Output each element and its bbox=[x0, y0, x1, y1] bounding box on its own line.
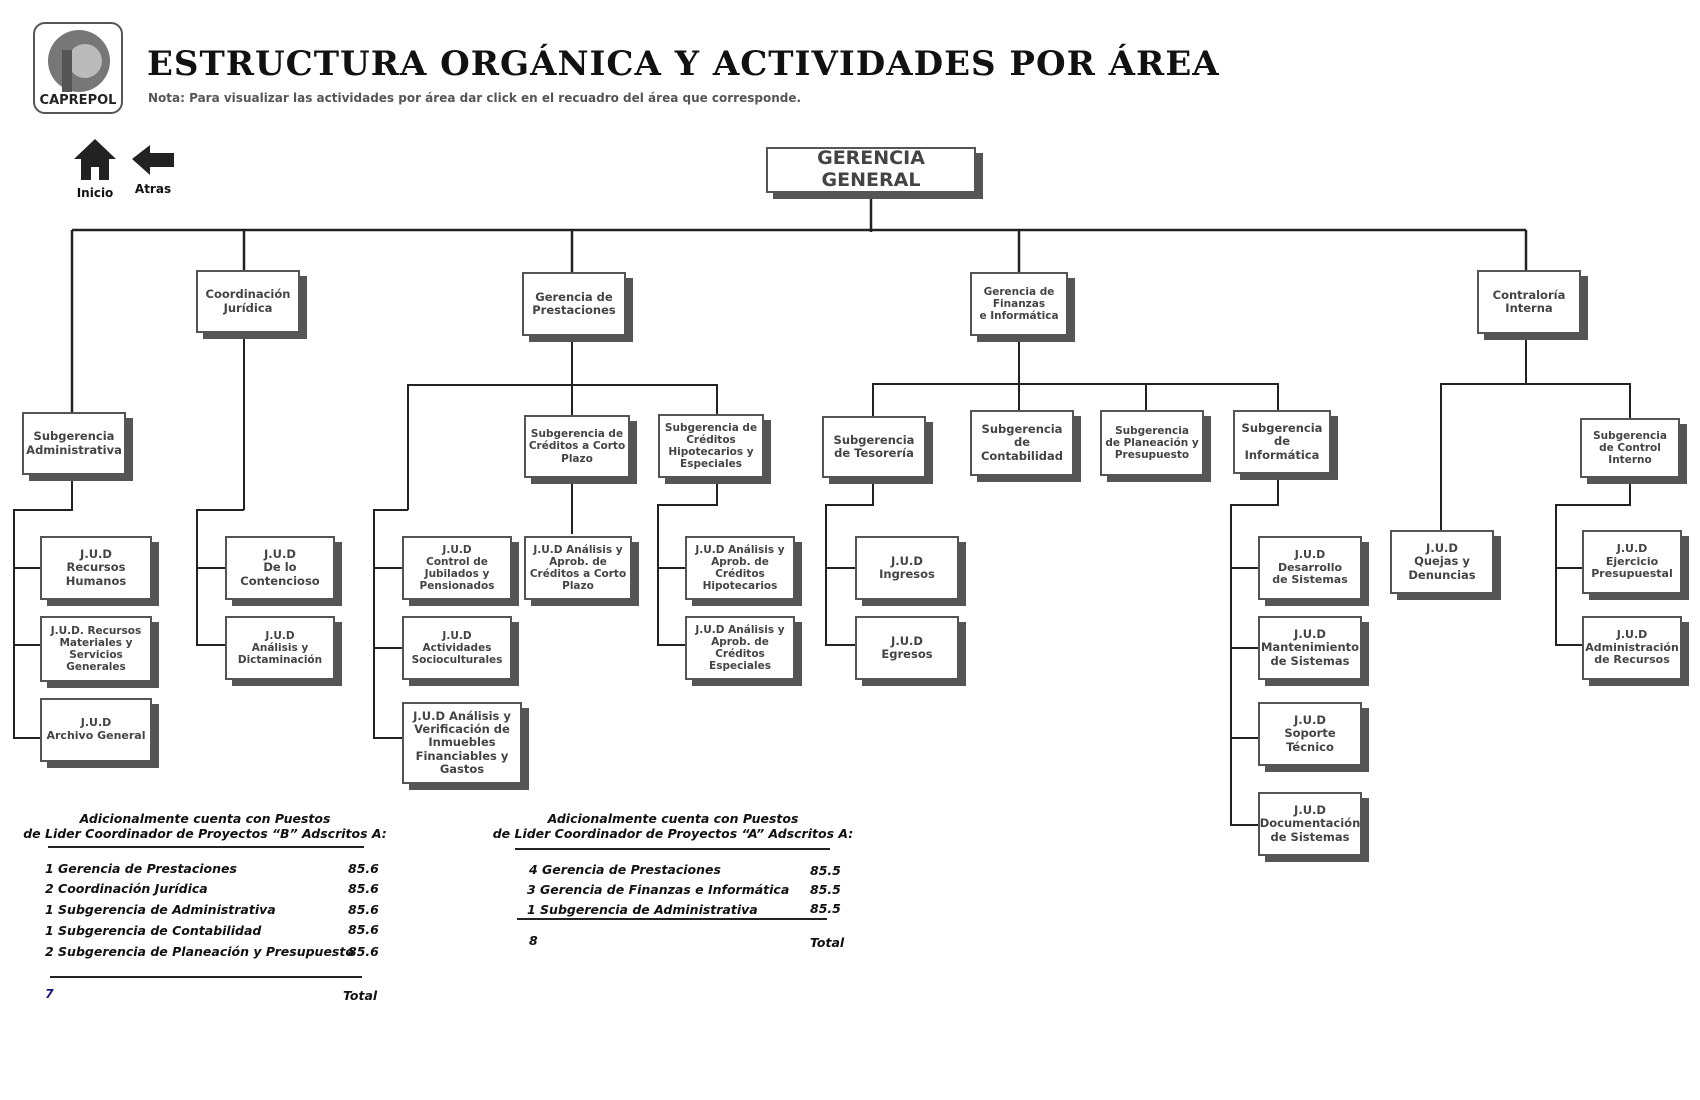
table-a-total-count: 8 bbox=[529, 933, 538, 948]
org-box-jud-mantenimiento-sistemas[interactable]: J.U.D Mantenimiento de Sistemas bbox=[1258, 616, 1362, 680]
table-a-row-value: 85.5 bbox=[810, 901, 841, 916]
table-b-total-count: 7 bbox=[45, 986, 54, 1001]
org-box-jud-recursos-materiales[interactable]: J.U.D. Recursos Materiales y Servicios G… bbox=[40, 616, 152, 682]
back-label: Atras bbox=[134, 182, 172, 196]
page-note: Nota: Para visualizar las actividades po… bbox=[148, 91, 802, 105]
table-b-row-label: 1 Subgerencia de Administrativa bbox=[45, 902, 276, 917]
org-box-subgerencia-control-interno[interactable]: Subgerencia de Control Interno bbox=[1580, 418, 1680, 478]
org-box-gerencia-general[interactable]: GERENCIA GENERAL bbox=[766, 147, 976, 193]
home-label: Inicio bbox=[76, 186, 114, 200]
back-arrow-icon bbox=[132, 145, 174, 175]
home-icon bbox=[74, 139, 116, 180]
org-box-jud-jubilados[interactable]: J.U.D Control de Jubilados y Pensionados bbox=[402, 536, 512, 600]
org-box-subgerencia-contabilidad[interactable]: Subgerencia de Contabilidad bbox=[970, 410, 1074, 476]
table-b-heading-2: de Lider Coordinador de Proyectos “B” Ad… bbox=[23, 826, 387, 841]
table-b-row-value: 85.6 bbox=[348, 881, 379, 896]
table-a-row-label: 3 Gerencia de Finanzas e Informática bbox=[527, 882, 790, 897]
org-box-subgerencia-administrativa[interactable]: Subgerencia Administrativa bbox=[22, 412, 126, 475]
table-a-row-value: 85.5 bbox=[810, 882, 841, 897]
table-a-row-label: 4 Gerencia de Prestaciones bbox=[529, 862, 721, 877]
org-box-subgerencia-tesoreria[interactable]: Subgerencia de Tesorería bbox=[822, 416, 926, 478]
logo-text: CAPREPOL bbox=[39, 93, 117, 108]
table-a-total-label: Total bbox=[810, 935, 845, 950]
table-b-row-label: 2 Subgerencia de Planeación y Presupuest… bbox=[45, 944, 354, 959]
page-title: ESTRUCTURA ORGÁNICA Y ACTIVIDADES POR ÁR… bbox=[147, 44, 1220, 84]
org-box-jud-socioculturales[interactable]: J.U.D Actividades Socioculturales bbox=[402, 616, 512, 680]
table-a-heading-2: de Lider Coordinador de Proyectos “A” Ad… bbox=[492, 826, 854, 841]
table-b-row-value: 85.6 bbox=[348, 922, 379, 937]
back-button[interactable]: Atras bbox=[128, 143, 178, 196]
org-box-jud-soporte-tecnico[interactable]: J.U.D Soporte Técnico bbox=[1258, 702, 1362, 766]
table-a-heading-1: Adicionalmente cuenta con Puestos bbox=[547, 811, 799, 826]
table-b-row-value: 85.6 bbox=[348, 944, 379, 959]
table-b-row-label: 2 Coordinación Jurídica bbox=[45, 881, 208, 896]
table-b-row-label: 1 Gerencia de Prestaciones bbox=[45, 861, 237, 876]
org-box-contraloria-interna[interactable]: Contraloría Interna bbox=[1477, 270, 1581, 334]
org-box-jud-ejercicio-presupuestal[interactable]: J.U.D Ejercicio Presupuestal bbox=[1582, 530, 1682, 594]
org-box-subgerencia-creditos-corto[interactable]: Subgerencia de Créditos a Corto Plazo bbox=[524, 415, 630, 478]
org-box-gerencia-finanzas[interactable]: Gerencia de Finanzas e Informática bbox=[970, 272, 1068, 336]
org-box-jud-hipotecarios[interactable]: J.U.D Análisis y Aprob. de Créditos Hipo… bbox=[685, 536, 795, 600]
org-box-subgerencia-informatica[interactable]: Subgerencia de Informática bbox=[1233, 410, 1331, 474]
table-b-row-value: 85.6 bbox=[348, 861, 379, 876]
caprepol-logo: CAPREPOL bbox=[33, 22, 123, 114]
org-box-jud-dictaminacion[interactable]: J.U.D Análisis y Dictaminación bbox=[225, 616, 335, 680]
org-box-coordinacion-juridica[interactable]: Coordinación Jurídica bbox=[196, 270, 300, 333]
org-box-jud-especiales[interactable]: J.U.D Análisis y Aprob. de Créditos Espe… bbox=[685, 616, 795, 680]
org-box-jud-archivo-general[interactable]: J.U.D Archivo General bbox=[40, 698, 152, 762]
org-box-jud-creditos-corto[interactable]: J.U.D Análisis y Aprob. de Créditos a Co… bbox=[524, 536, 632, 600]
table-b-heading-1: Adicionalmente cuenta con Puestos bbox=[79, 811, 331, 826]
home-button[interactable]: Inicio bbox=[70, 137, 120, 200]
org-box-jud-desarrollo-sistemas[interactable]: J.U.D Desarrollo de Sistemas bbox=[1258, 536, 1362, 600]
org-box-jud-recursos-humanos[interactable]: J.U.D Recursos Humanos bbox=[40, 536, 152, 600]
table-a-row-label: 1 Subgerencia de Administrativa bbox=[527, 902, 758, 917]
org-box-jud-inmuebles[interactable]: J.U.D Análisis y Verificación de Inmuebl… bbox=[402, 702, 522, 784]
org-box-jud-administracion-recursos[interactable]: J.U.D Administración de Recursos bbox=[1582, 616, 1682, 680]
org-box-subgerencia-planeacion[interactable]: Subgerencia de Planeación y Presupuesto bbox=[1100, 410, 1204, 476]
org-box-jud-contencioso[interactable]: J.U.D De lo Contencioso bbox=[225, 536, 335, 600]
table-b-row-value: 85.6 bbox=[348, 902, 379, 917]
org-box-gerencia-prestaciones[interactable]: Gerencia de Prestaciones bbox=[522, 272, 626, 336]
org-box-jud-quejas-denuncias[interactable]: J.U.D Quejas y Denuncias bbox=[1390, 530, 1494, 594]
org-box-subgerencia-creditos-hipotecarios[interactable]: Subgerencia de Créditos Hipotecarios y E… bbox=[658, 414, 764, 478]
table-b-total-label: Total bbox=[343, 988, 378, 1003]
logo-emblem bbox=[48, 30, 110, 92]
org-box-jud-documentacion-sistemas[interactable]: J.U.D Documentación de Sistemas bbox=[1258, 792, 1362, 856]
table-a-row-value: 85.5 bbox=[810, 863, 841, 878]
org-box-jud-egresos[interactable]: J.U.D Egresos bbox=[855, 616, 959, 680]
table-b-row-label: 1 Subgerencia de Contabilidad bbox=[45, 923, 262, 938]
org-box-jud-ingresos[interactable]: J.U.D Ingresos bbox=[855, 536, 959, 600]
